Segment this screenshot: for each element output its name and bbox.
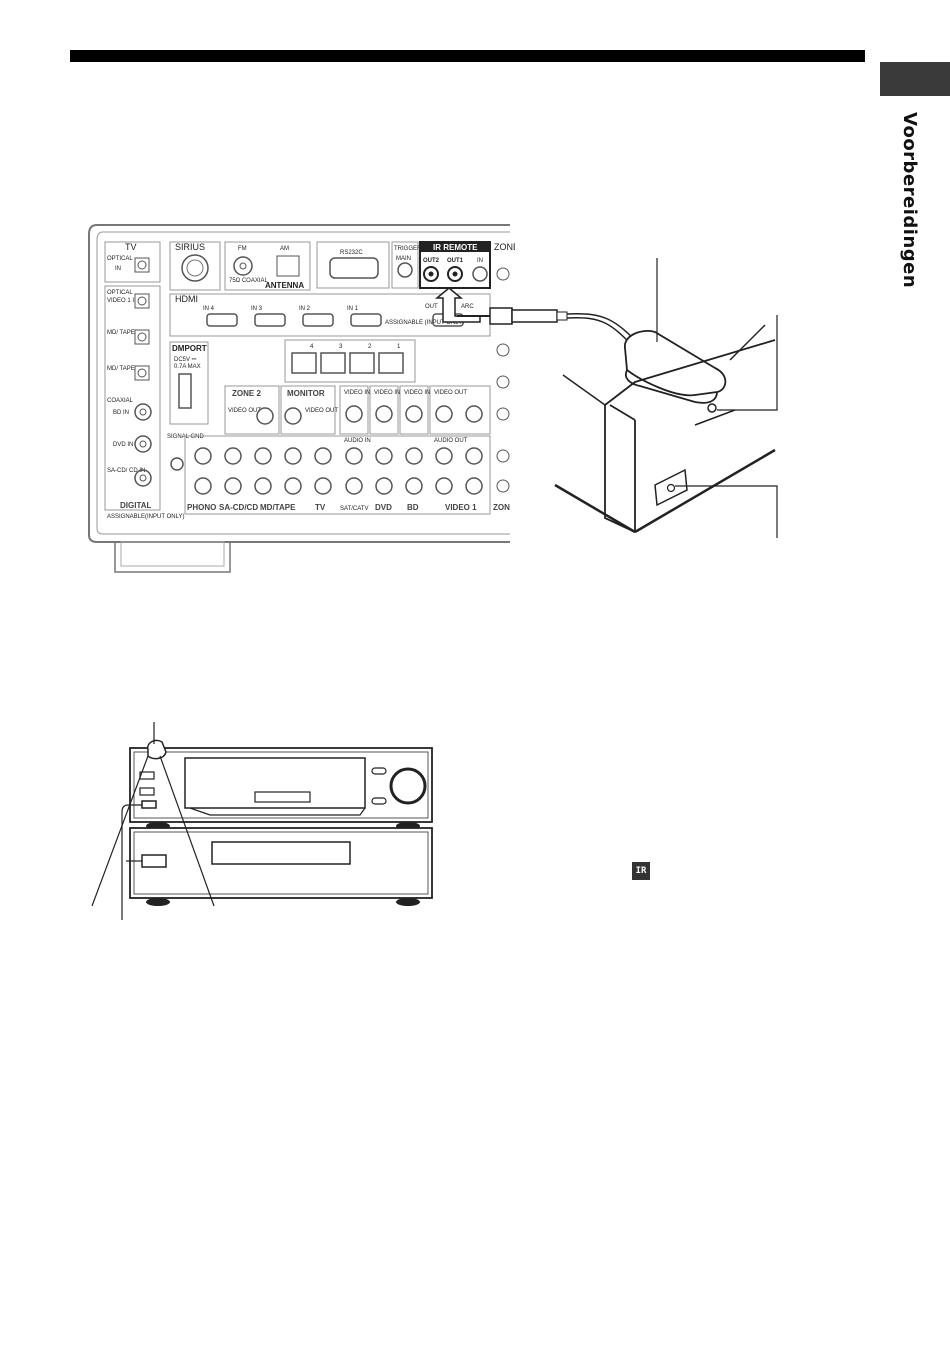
ir-in-label: IN (477, 258, 483, 264)
hdmi-in-3-label: IN 3 (251, 306, 263, 312)
dmport-label: DMPORT (172, 344, 207, 353)
coaxial-label: COAXIAL (107, 398, 134, 404)
label-dvd: DVD (375, 503, 392, 512)
ir-remote-label: IR REMOTE (433, 243, 478, 252)
monitor-video-out-label: VIDEO OUT (305, 408, 338, 414)
zone2-video-out-label: VIDEO OUT (228, 408, 261, 414)
out1-label: OUT1 (447, 258, 464, 264)
zone2-label: ZONE 2 (232, 389, 261, 398)
section-tab (880, 62, 950, 96)
label-video1: VIDEO 1 (445, 503, 477, 512)
connection-arrow (434, 287, 481, 323)
trigger-label: TRIGGER OUT (394, 246, 436, 252)
lan-3: 3 (339, 344, 343, 350)
digital-label: DIGITAL (120, 501, 152, 510)
monitor-label: MONITOR (287, 389, 325, 398)
hdmi-label: HDMI (175, 294, 198, 304)
hdmi-in-2-label: IN 2 (299, 306, 311, 312)
fm-label: FM (238, 246, 247, 252)
video-columns: VIDEO IN VIDEO IN VIDEO IN VIDEO OUT (339, 385, 491, 435)
dmport-spec-1: DC5V ⎓ (174, 357, 197, 363)
receiver-rear-panel: TV OPTICAL IN OPTICAL VIDEO 1 IN MD/ TAP… (88, 224, 515, 573)
video-in-label-1: VIDEO IN (344, 390, 370, 396)
hdmi-in-4-label: IN 4 (203, 306, 215, 312)
label-satcatv: SAT/CATV (340, 506, 368, 512)
coaxial-75-label: 75Ω COAXIAL (229, 278, 268, 284)
hdmi-arc-label: ARC (461, 304, 474, 310)
audio-jacks: AUDIO IN AUDIO OUT (184, 435, 491, 515)
lan-2: 2 (368, 344, 372, 350)
main-label: MAIN (396, 256, 411, 262)
video-in-label-2: VIDEO IN (374, 390, 400, 396)
audio-in-label: AUDIO IN (344, 438, 371, 444)
label-bd: BD (407, 503, 419, 512)
lan-1: 1 (397, 344, 401, 350)
stacked-devices-illustration (91, 722, 433, 920)
label-sacd: SA-CD/CD (219, 503, 258, 512)
label-zon: ZON (493, 503, 510, 512)
zone-label: ZONE (494, 242, 515, 252)
md-tape-out-label: MD/ TAPE OUT (107, 366, 149, 372)
dmport-spec-2: 0.7A MAX (174, 364, 201, 370)
dvd-in-label: DVD IN (113, 442, 133, 448)
video-out-label-v1: VIDEO OUT (434, 390, 467, 396)
video1-in-label: VIDEO 1 IN (107, 298, 138, 304)
hdmi-out-label: OUT (425, 304, 438, 310)
assignable-input-only-label: ASSIGNABLE(INPUT ONLY) (107, 514, 184, 520)
bd-in-label: BD IN (113, 410, 129, 416)
antenna-label: ANTENNA (265, 281, 304, 290)
tv-label: TV (125, 242, 137, 252)
ir-icon: IR (632, 862, 650, 880)
sacd-in-label: SA-CD/ CD IN (107, 468, 145, 474)
top-rule (70, 50, 865, 62)
audio-out-label: AUDIO OUT (434, 438, 468, 444)
md-tape-in-label: MD/ TAPE IN (107, 330, 142, 336)
hdmi-in-1-label: IN 1 (347, 306, 359, 312)
tv-in-label: IN (115, 266, 121, 272)
ir-blaster-illustration (457, 258, 778, 538)
rs232c-label: RS232C (340, 250, 363, 256)
sirius-label: SIRIUS (175, 242, 205, 252)
optical-label: OPTICAL (107, 256, 133, 262)
section-title: Voorbereidingen (899, 112, 920, 289)
am-label: AM (280, 246, 289, 252)
out2-label: OUT2 (423, 258, 440, 264)
label-phono: PHONO (187, 503, 216, 512)
signal-gnd-label: SIGNAL GND (167, 434, 204, 440)
label-mdtape: MD/TAPE (260, 503, 296, 512)
label-tv: TV (315, 503, 326, 512)
optical-label-2: OPTICAL (107, 290, 133, 296)
hdmi-assignable-label: ASSIGNABLE (INPUT ONLY) (385, 320, 464, 326)
lan-4: 4 (310, 344, 314, 350)
video-in-label-3: VIDEO IN (404, 390, 430, 396)
